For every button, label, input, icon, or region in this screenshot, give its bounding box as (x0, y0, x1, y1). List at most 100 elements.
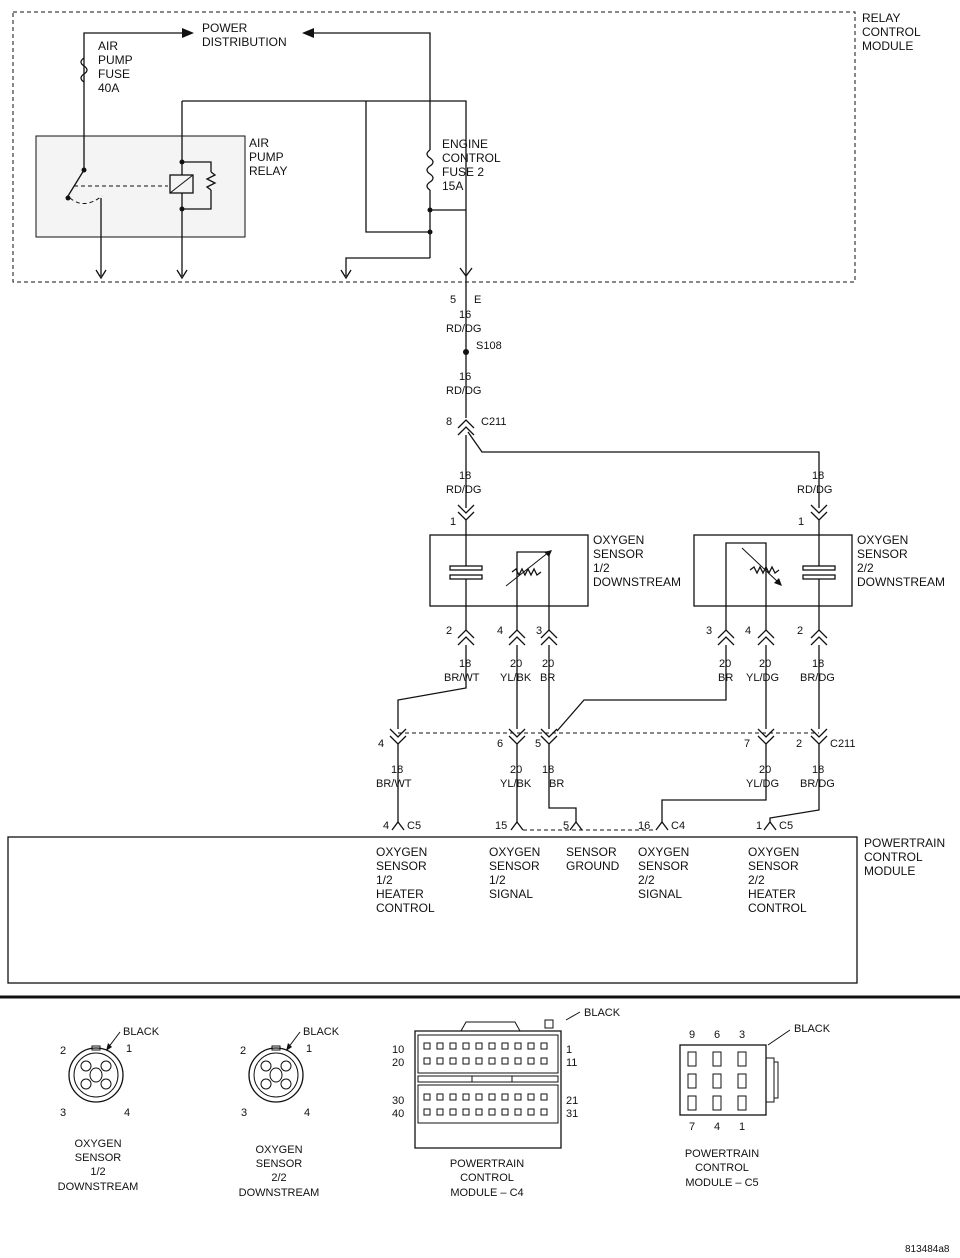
cv2-pin-2: 2 (240, 1045, 246, 1057)
sensor22-element-icon (749, 565, 780, 575)
cv3-pin-11: 11 (566, 1057, 577, 1069)
c5-pin-grid (687, 1051, 747, 1111)
c4-pin-cavity (514, 1093, 522, 1101)
relay-coil-feed-wire (182, 100, 467, 276)
air-pump-fuse-label-4: 40A (98, 81, 119, 95)
cv3-pin-40: 40 (392, 1108, 404, 1120)
cv1-label-3: 1/2 (90, 1166, 105, 1178)
c4-pin-cavity (488, 1108, 496, 1116)
svg-text:OXYGEN: OXYGEN (489, 845, 540, 859)
svg-text:HEATER: HEATER (376, 887, 424, 901)
sensor22-wire2-gauge: 20 (759, 658, 771, 670)
sensor12-label-3: 1/2 (593, 561, 610, 575)
cv2-label-3: 2/2 (271, 1172, 286, 1184)
air-pump-fuse-label-1: AIR (98, 39, 118, 53)
c4-pin-cavity (449, 1042, 457, 1050)
cv2-color: BLACK (303, 1026, 340, 1038)
pcm-conn-name-c5b: C5 (779, 820, 793, 832)
c5-pin-cavity (687, 1051, 697, 1067)
pcm-conn-pin-1: 1 (756, 820, 762, 832)
cv2-pin-3: 3 (241, 1107, 247, 1119)
pcm-function-3: SENSOR GROUND (566, 845, 620, 873)
cv1-pin-3: 3 (60, 1107, 66, 1119)
c4-pin-cavity (475, 1057, 483, 1065)
wire-brdg-lower (769, 744, 820, 822)
cv4-pin-7: 7 (689, 1121, 695, 1133)
svg-text:HEATER: HEATER (748, 887, 796, 901)
feed-right-wire (467, 431, 820, 508)
c4-pin-cavity (501, 1042, 509, 1050)
pcm-connector-arrows (391, 820, 777, 831)
c4-pin-cavity (527, 1093, 535, 1101)
power-distribution-label-1: POWER (202, 21, 248, 35)
cv4-pin-1: 1 (739, 1121, 745, 1133)
splice-s108-label: S108 (476, 340, 502, 352)
pcm-label-3: MODULE (864, 864, 915, 878)
c4-pin-cavity (449, 1108, 457, 1116)
sensor12-lower-chevrons (457, 629, 558, 646)
svg-text:OXYGEN: OXYGEN (376, 845, 427, 859)
cv4-label-1: POWERTRAIN (685, 1148, 759, 1160)
c4-pin-cavity (423, 1057, 431, 1065)
c4-pin-cavity (436, 1057, 444, 1065)
air-pump-relay-label-1: AIR (249, 136, 269, 150)
cv2-label-1: OXYGEN (255, 1144, 302, 1156)
sensor22-label-3: 2/2 (857, 561, 874, 575)
c4-pin-cavity (462, 1042, 470, 1050)
svg-text:SENSOR: SENSOR (638, 859, 689, 873)
connector-view-o2-22 (248, 1031, 304, 1103)
c4-pin-cavity (475, 1108, 483, 1116)
pcm-conn-name-c5a: C5 (407, 820, 421, 832)
cv3-pin-31: 31 (566, 1108, 578, 1120)
svg-text:2/2: 2/2 (638, 873, 655, 887)
sensor12-label-4: DOWNSTREAM (593, 575, 681, 589)
sensor12-heater-icon (449, 565, 483, 571)
pcm-wire4-gauge: 20 (759, 764, 771, 776)
cv4-pin-3: 3 (739, 1029, 745, 1041)
sensor22-wire2-color: YL/DG (746, 672, 779, 684)
cv4-pin-4: 4 (714, 1121, 720, 1133)
c4-pin-grid (423, 1042, 548, 1116)
c5-pin-cavity (737, 1073, 747, 1089)
cv3-pin-10: 10 (392, 1044, 404, 1056)
c5-pin-cavity (712, 1073, 722, 1089)
sensor12-pin1-label: 1 (450, 516, 456, 528)
relay-resistor-icon (205, 171, 217, 191)
c4-pin-cavity (436, 1093, 444, 1101)
relay-switch-arm (67, 169, 85, 197)
c211-lower-name: C211 (830, 738, 855, 750)
figure-id: 813484a8 (905, 1244, 950, 1255)
feed-wire2-color: RD/DG (446, 385, 481, 397)
cv4-pin-9: 9 (689, 1029, 695, 1041)
cv3-label-3: MODULE – C4 (450, 1187, 523, 1199)
cv1-color: BLACK (123, 1026, 160, 1038)
pcm-label-1: POWERTRAIN (864, 836, 945, 850)
wire-yldg-lower (661, 744, 767, 822)
pcm-wire3-color: BR (549, 778, 564, 790)
svg-text:SIGNAL: SIGNAL (489, 887, 533, 901)
sensor22-pin2: 2 (797, 625, 803, 637)
sensor22-heater-icon (802, 565, 836, 571)
rcm-label-3: MODULE (862, 39, 913, 53)
c211-upper-name: C211 (481, 416, 506, 428)
svg-text:SENSOR: SENSOR (748, 859, 799, 873)
svg-text:SENSOR: SENSOR (489, 859, 540, 873)
sensor22-label-2: SENSOR (857, 547, 908, 561)
pcm-conn-name-c4: C4 (671, 820, 685, 832)
c4-pin-cavity (514, 1057, 522, 1065)
relay-control-module-outline (12, 11, 856, 283)
c4-pin-cavity (475, 1093, 483, 1101)
pcm-function-5: OXYGEN SENSOR 2/2 HEATER CONTROL (748, 845, 807, 915)
feed-right-gauge: 18 (812, 470, 824, 482)
sensor22-pin1-label: 1 (798, 516, 804, 528)
cv3-color: BLACK (584, 1007, 621, 1019)
svg-text:SIGNAL: SIGNAL (638, 887, 682, 901)
cv1-pin-2: 2 (60, 1045, 66, 1057)
sensor12-pin4: 4 (497, 625, 503, 637)
connector-e-pin: 5 (450, 294, 456, 306)
c211-upper-pin: 8 (446, 416, 452, 428)
sensor12-pin2: 2 (446, 625, 452, 637)
c211-lower-chevrons (389, 728, 828, 745)
relay-resistor-top (182, 161, 212, 172)
